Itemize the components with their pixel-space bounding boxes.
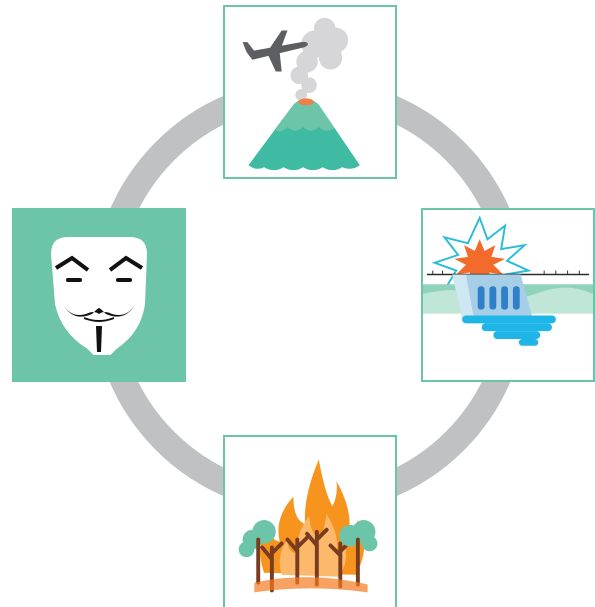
water-outflow (462, 315, 556, 346)
volcano-snow-band (275, 99, 335, 132)
dam-spillways (477, 286, 520, 310)
volcano-mountain (248, 99, 360, 171)
mask-eyebrow-left (54, 255, 90, 272)
mask-goatee (96, 326, 102, 352)
ash-cloud (290, 17, 349, 101)
lava-crater (298, 98, 314, 106)
mask-eye-left (66, 278, 82, 282)
ground (254, 577, 368, 593)
node-volcano (223, 5, 397, 179)
forest-fire-icon (238, 459, 378, 593)
mask-mouth (83, 317, 115, 322)
mask-eyebrow-right (108, 255, 144, 272)
exploding-dam-icon (423, 215, 593, 346)
dam-face (452, 274, 474, 318)
airplane-icon (242, 30, 309, 72)
guy-fawkes-mask-icon (50, 237, 148, 355)
node-hacker (12, 208, 186, 382)
node-dam (421, 208, 595, 382)
mask-face (50, 237, 148, 355)
volcano-with-airplane-icon (242, 17, 360, 171)
mask-moustache (64, 306, 134, 317)
tree-canopy-right (339, 520, 378, 552)
mask-eye-right (116, 278, 132, 282)
burnt-trees (260, 527, 353, 593)
node-wildfire (223, 435, 397, 607)
explosion-burst-inner (454, 239, 506, 285)
